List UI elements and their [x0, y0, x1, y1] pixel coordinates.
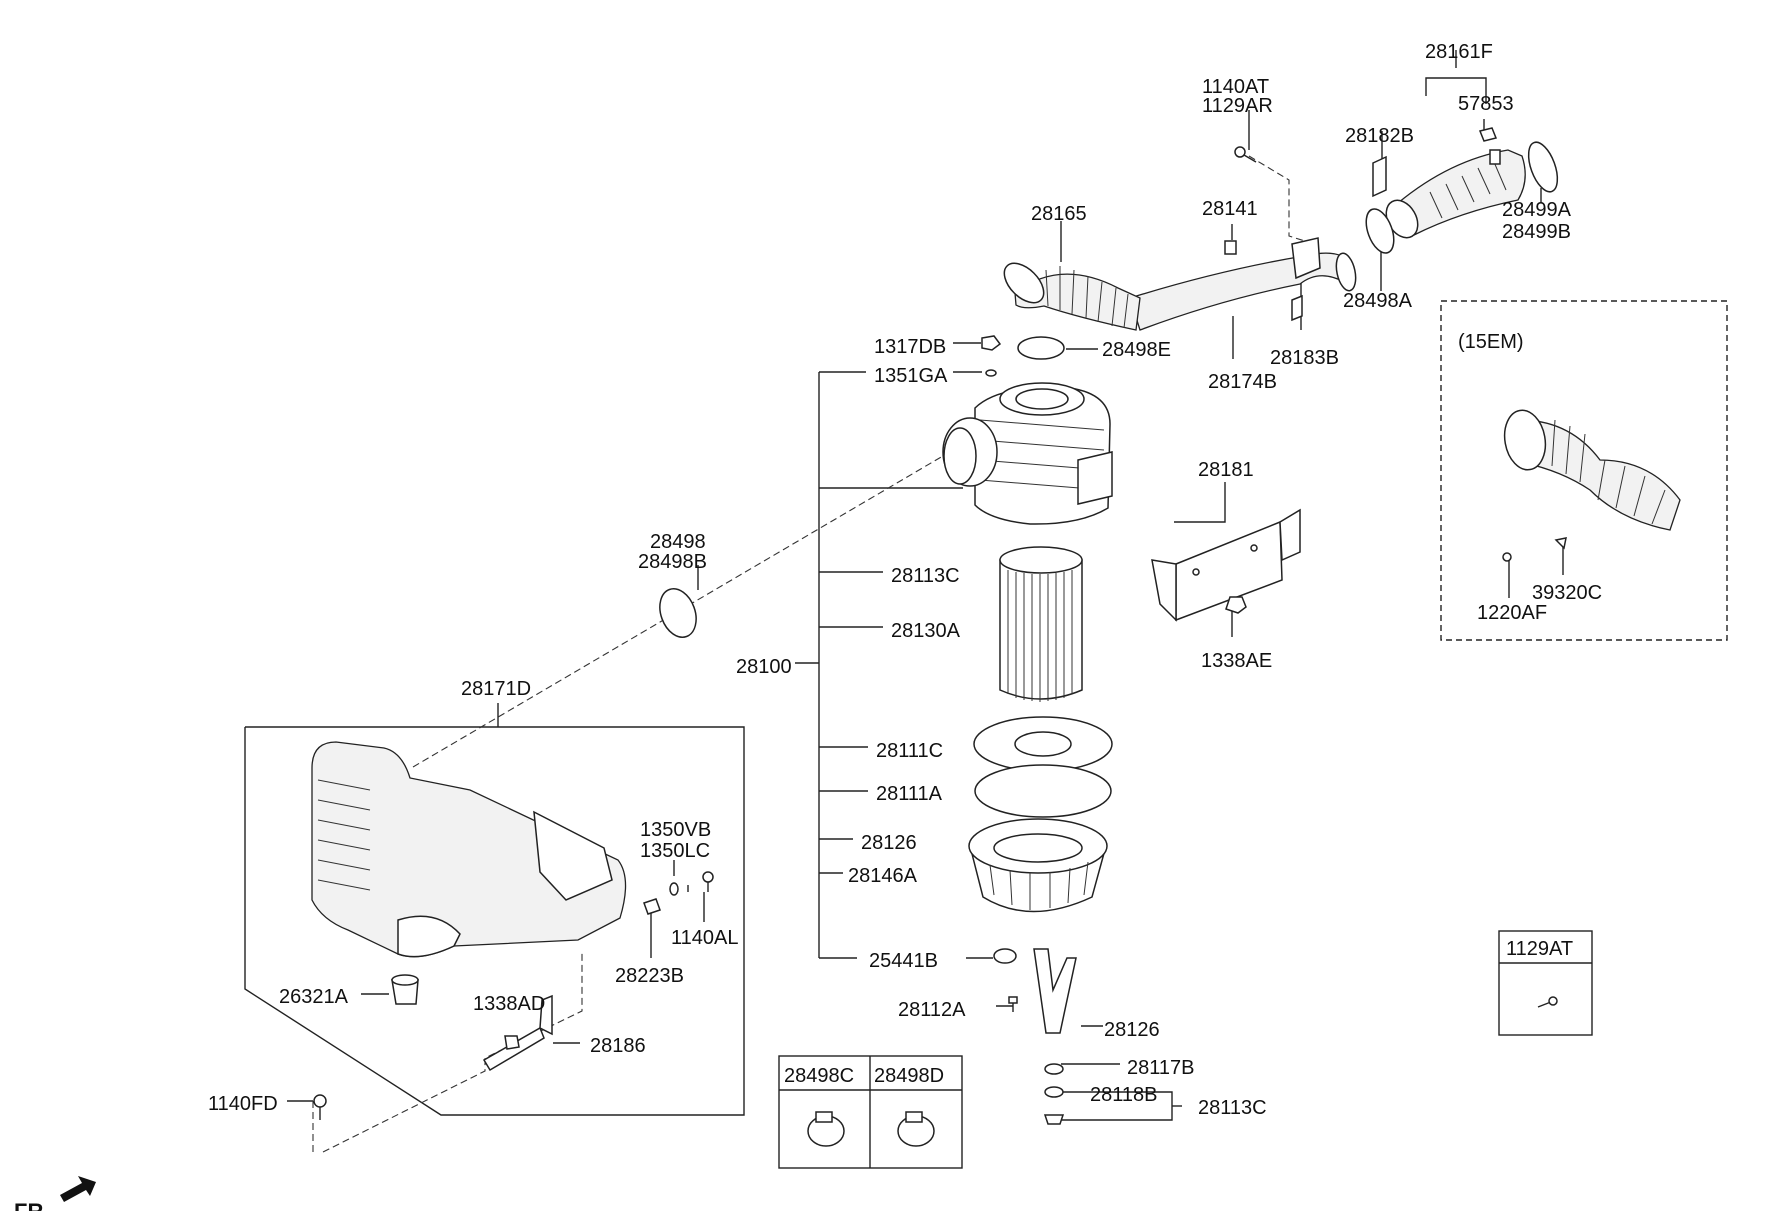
label-28186: 28186 [590, 1035, 646, 1057]
hose-clamp-28498d [897, 1111, 935, 1147]
washer-1351ga [985, 369, 997, 377]
label-1338ae: 1338AE [1201, 650, 1272, 672]
sensor-28141 [1224, 240, 1237, 255]
callout-labels: 28161F 1140AT 1129AR 57853 28182B 28141 … [14, 41, 1602, 1211]
label-28126-a: 28126 [861, 832, 917, 854]
hose-28126 [1033, 948, 1077, 1034]
hose-clamp-28498c [807, 1111, 845, 1147]
bolt-1220af [1502, 552, 1512, 562]
label-57853: 57853 [1458, 93, 1514, 115]
label-28112a: 28112A [898, 999, 966, 1021]
nut-57853 [1478, 127, 1498, 142]
label-28113c-bottom: 28113C [1198, 1097, 1267, 1119]
nut-1338ae [1225, 596, 1247, 614]
label-28174b: 28174B [1208, 371, 1277, 393]
label-28117b: 28117B [1127, 1057, 1194, 1079]
label-28182b: 28182B [1345, 125, 1414, 147]
label-28141: 28141 [1202, 198, 1258, 220]
label-1129at: 1129AT [1506, 938, 1573, 960]
label-28126-b: 28126 [1104, 1019, 1160, 1041]
hose-28165 [1003, 262, 1141, 331]
screw-1129at [1537, 996, 1558, 1008]
label-28499a: 28499A [1502, 199, 1572, 221]
label-28113c-top: 28113C [891, 565, 960, 587]
label-28498b: 28498B [638, 551, 707, 573]
label-28146a: 28146A [848, 865, 918, 887]
clamp-28498e [1017, 336, 1065, 360]
lower-housing-28146a [968, 818, 1108, 913]
clamp-25441b [993, 948, 1017, 964]
air-cleaner-cover [942, 382, 1113, 525]
label-28100: 28100 [736, 656, 792, 678]
label-1350lc: 1350LC [640, 840, 710, 862]
clip-39320c [1554, 537, 1567, 550]
label-25441b: 25441B [869, 950, 938, 972]
label-1338ad: 1338AD [473, 993, 545, 1015]
label-1220af: 1220AF [1477, 602, 1547, 624]
nut-28223b [643, 898, 661, 915]
label-front: FR. [14, 1199, 49, 1211]
bolt-28112a [1008, 996, 1018, 1012]
label-28498: 28498 [650, 531, 706, 553]
clamp-28498 [659, 588, 697, 638]
label-26321a: 26321A [279, 986, 349, 1008]
label-28498e: 28498E [1102, 339, 1171, 361]
label-28171d: 28171D [461, 678, 531, 700]
label-28499b: 28499B [1502, 221, 1571, 243]
label-28111a: 28111A [876, 783, 943, 805]
part-box-1129at [1498, 930, 1593, 1036]
intake-hose-28161f [1385, 149, 1526, 239]
label-1140at: 1140AT [1202, 76, 1269, 98]
label-1140al: 1140AL [671, 927, 738, 949]
duct-assembly-frame [244, 726, 745, 1116]
label-28223b: 28223B [615, 965, 684, 987]
nut-1338ad [504, 1035, 520, 1050]
grommet-1350vb [669, 882, 679, 896]
label-1317db: 1317DB [874, 336, 946, 358]
label-1129ar: 1129AR [1202, 95, 1273, 117]
bracket-28181 [1151, 508, 1301, 622]
label-1350vb: 1350VB [640, 819, 711, 841]
washer-28118b [1044, 1086, 1064, 1098]
variant-15em-box [1440, 300, 1728, 641]
resonator-duct-28171d [311, 741, 627, 958]
seal-disc-28111a [974, 764, 1112, 818]
valve-28113c [1043, 1114, 1065, 1125]
hose-15em-variant [1503, 409, 1681, 531]
label-1351ga: 1351GA [874, 365, 948, 387]
label-15em: (15EM) [1458, 331, 1524, 353]
washer-28117b [1044, 1063, 1064, 1075]
fitting-26321a [391, 974, 419, 1005]
label-28111c: 28111C [876, 740, 943, 762]
bolt-1140at [1234, 146, 1257, 163]
label-28498c: 28498C [784, 1065, 854, 1087]
bracket-28186 [482, 994, 553, 1072]
label-28130a: 28130A [891, 620, 961, 642]
label-28181: 28181 [1198, 459, 1254, 481]
front-arrow-icon [60, 1176, 96, 1202]
clamp-28499 [1527, 141, 1559, 193]
label-28183b: 28183B [1270, 347, 1339, 369]
label-28498d: 28498D [874, 1065, 944, 1087]
clamp-28498a [1365, 208, 1395, 254]
bolt-1140fd [313, 1094, 327, 1120]
label-39320c: 39320C [1532, 582, 1602, 604]
label-28498a: 28498A [1343, 290, 1413, 312]
label-28118b: 28118B [1090, 1084, 1157, 1106]
label-1140fd: 1140FD [208, 1093, 278, 1115]
label-28165: 28165 [1031, 203, 1087, 225]
bolt-1140al [702, 871, 714, 892]
seal-disc-28111c [973, 716, 1113, 772]
air-duct-28174b [1129, 237, 1357, 331]
bracket-28182b [1372, 155, 1387, 198]
filter-element-28130a [999, 546, 1083, 702]
nut-1317db [981, 335, 1002, 351]
label-28161f: 28161F [1425, 41, 1493, 63]
